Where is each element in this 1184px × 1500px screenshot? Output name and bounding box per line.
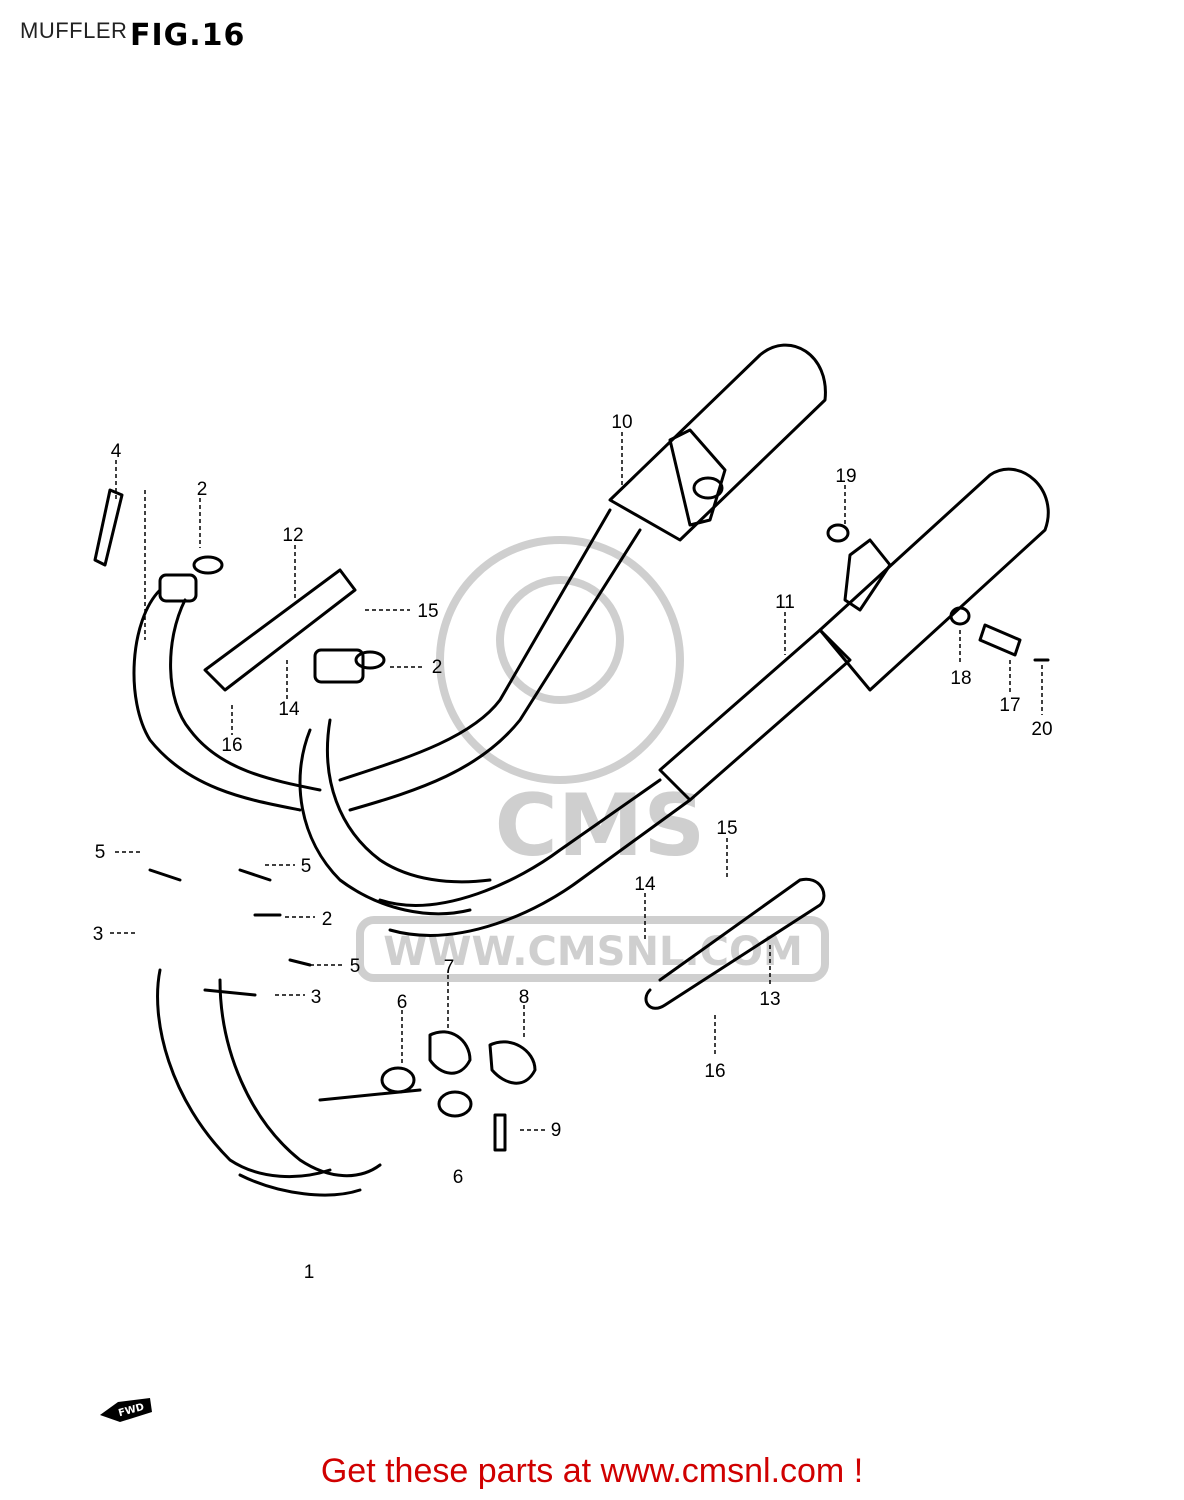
muffler-11-bracket	[843, 538, 892, 612]
callout-5-right: 5	[301, 856, 312, 877]
seal-6-upper	[380, 1066, 416, 1094]
muffler-11	[818, 467, 1050, 692]
diagram-title: MUFFLER	[20, 18, 128, 43]
cta-link-text[interactable]: Get these parts at www.cmsnl.com !	[320, 1452, 864, 1490]
watermark-banner	[356, 916, 829, 982]
header-pipe-1	[132, 588, 302, 812]
callout-10: 10	[611, 412, 632, 433]
callout-17: 17	[999, 695, 1020, 716]
washer-18	[949, 606, 971, 626]
bracket-12	[203, 568, 357, 692]
heat-shield-13	[644, 877, 826, 1010]
exhaust-clamp-upper	[313, 648, 365, 684]
bolt-4	[93, 488, 124, 567]
callout-11: 11	[775, 592, 795, 613]
callout-leaders	[110, 432, 1043, 1131]
muffler-10	[608, 343, 827, 542]
seal-6-lower	[437, 1090, 473, 1118]
lower-header-pipe-1	[156, 968, 332, 1178]
watermark-logo-text: CMS	[495, 776, 706, 876]
callout-16-upper: 16	[221, 735, 242, 756]
watermark-logo-ring	[436, 536, 684, 784]
callout-4: 4	[111, 441, 122, 462]
fasteners-lower	[148, 868, 312, 997]
muffler-10-mount-hole	[692, 476, 724, 500]
bolt-17	[978, 623, 1022, 657]
connector-pipe-11	[378, 778, 662, 907]
muffler-11-neck	[658, 628, 852, 802]
watermark-url: WWW.CMSNL.COM	[383, 929, 803, 975]
callout-8: 8	[519, 987, 530, 1008]
callout-9: 9	[551, 1120, 562, 1141]
callout-18: 18	[950, 668, 971, 689]
callout-6-upper: 6	[397, 992, 408, 1013]
connector-pipe-10	[338, 508, 612, 782]
callout-7: 7	[444, 957, 455, 978]
connector-pipe-10-inner	[348, 528, 642, 812]
exhaust-pipe-system	[93, 343, 1050, 1197]
callout-15-upper: 15	[417, 601, 438, 622]
callout-labels: 1 2 2 3 3 4 5 5 5 6 6 7 8 9 10 11 12 13 …	[93, 412, 1053, 1283]
callout-1-lower: 1	[304, 1262, 315, 1283]
forward-arrow: FWD	[100, 1398, 152, 1422]
muffler-10-bracket	[668, 428, 727, 527]
callout-3-left: 3	[93, 924, 104, 945]
lower-collector	[238, 1173, 362, 1197]
bolt-9	[493, 1113, 507, 1152]
connector-pipe-11-inner	[388, 798, 692, 937]
header-pipe-2	[298, 728, 472, 916]
callout-14-upper: 14	[278, 699, 300, 720]
callout-5-left: 5	[95, 842, 106, 863]
callout-19: 19	[835, 466, 856, 487]
nut-19	[826, 523, 850, 543]
callout-20: 20	[1031, 719, 1052, 740]
gasket-7	[428, 1030, 472, 1075]
lower-header-pipe-2	[218, 978, 382, 1178]
callout-2-lower: 2	[322, 909, 333, 930]
callout-14-lower: 14	[634, 874, 656, 895]
callout-16-lower: 16	[704, 1061, 725, 1082]
callout-3-right: 3	[311, 987, 322, 1008]
callout-2-upper: 2	[197, 479, 208, 500]
gasket-2-right	[354, 650, 386, 670]
callout-12: 12	[282, 525, 303, 546]
header-pipe-2-inner	[325, 718, 492, 884]
gasket-2-upper	[192, 555, 224, 575]
clamp-upper-left	[158, 573, 198, 603]
watermark-logo-face	[496, 576, 624, 704]
watermark	[356, 536, 829, 982]
gasket-8	[488, 1040, 537, 1085]
callout-2-right: 2	[432, 657, 443, 678]
header-pipe-1-inner	[169, 598, 322, 792]
callout-5-lower: 5	[350, 956, 361, 977]
callout-13: 13	[759, 989, 780, 1010]
callout-6-lower: 6	[453, 1167, 464, 1188]
callout-15-lower: 15	[716, 818, 737, 839]
figure-label: FIG.16	[130, 18, 246, 53]
